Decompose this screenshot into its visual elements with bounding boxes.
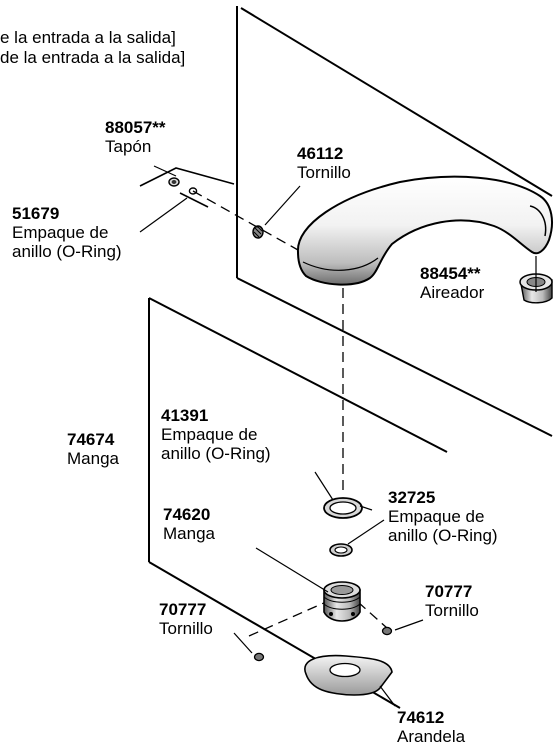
part-number: 74612 (397, 708, 445, 727)
washer-74612 (304, 654, 393, 696)
part-number: 41391 (161, 406, 209, 425)
set-screw-46112 (252, 225, 264, 239)
part-description: Tapón (105, 137, 152, 156)
o-ring-32725 (329, 543, 353, 557)
part-number: 74674 (67, 430, 115, 449)
o-ring-41391 (323, 497, 363, 519)
callout-70777-left: 70777 Tornillo (159, 600, 213, 638)
part-description: Manga (67, 449, 119, 468)
part-description: Tornillo (297, 163, 351, 182)
part-description: Aireador (420, 283, 485, 302)
part-description: Empaque de (161, 425, 258, 444)
part-number: 88057** (105, 118, 166, 137)
sleeve-74620 (323, 581, 361, 622)
upper-mounting-plane (236, 6, 553, 437)
part-number: 32725 (388, 488, 436, 507)
screw-70777-right (381, 626, 393, 636)
faucet-spout (296, 175, 553, 286)
screw-70777-left (253, 652, 265, 662)
leader-lines (139, 165, 537, 707)
part-number: 70777 (425, 582, 473, 601)
part-description: Empaque de (388, 507, 485, 526)
part-number: 46112 (297, 144, 344, 163)
callout-51679: 51679 Empaque de anillo (O-Ring) (12, 204, 122, 261)
part-description: anillo (O-Ring) (161, 444, 271, 463)
part-description: Tornillo (425, 601, 479, 620)
part-number: 74620 (163, 505, 211, 524)
part-number: 88454** (420, 264, 481, 283)
part-number: 70777 (159, 600, 207, 619)
header-line-1: e la entrada a la salida] (0, 28, 176, 47)
assembly-axes (192, 190, 388, 637)
part-description: Arandela (397, 727, 466, 746)
part-description: Tornillo (159, 619, 213, 638)
callout-88454: 88454** Aireador (420, 264, 484, 302)
part-description: Empaque de (12, 223, 109, 242)
callout-88057: 88057** Tapón (105, 118, 166, 156)
callout-74612: 74612 Arandela (397, 708, 465, 746)
part-description: anillo (O-Ring) (12, 242, 122, 261)
callout-32725: 32725 Empaque de anillo (O-Ring) (388, 488, 498, 545)
header-line-2: de la entrada a la salida] (0, 48, 186, 67)
part-description: anillo (O-Ring) (388, 526, 498, 545)
callout-74620: 74620 Manga (163, 505, 215, 543)
callout-46112: 46112 Tornillo (297, 144, 351, 182)
cap-plate (139, 167, 235, 208)
callout-70777-right: 70777 Tornillo (425, 582, 479, 620)
callout-74674: 74674 Manga (67, 430, 119, 468)
part-number: 51679 (12, 204, 60, 223)
part-description: Manga (163, 524, 215, 543)
callout-41391: 41391 Empaque de anillo (O-Ring) (161, 406, 271, 463)
